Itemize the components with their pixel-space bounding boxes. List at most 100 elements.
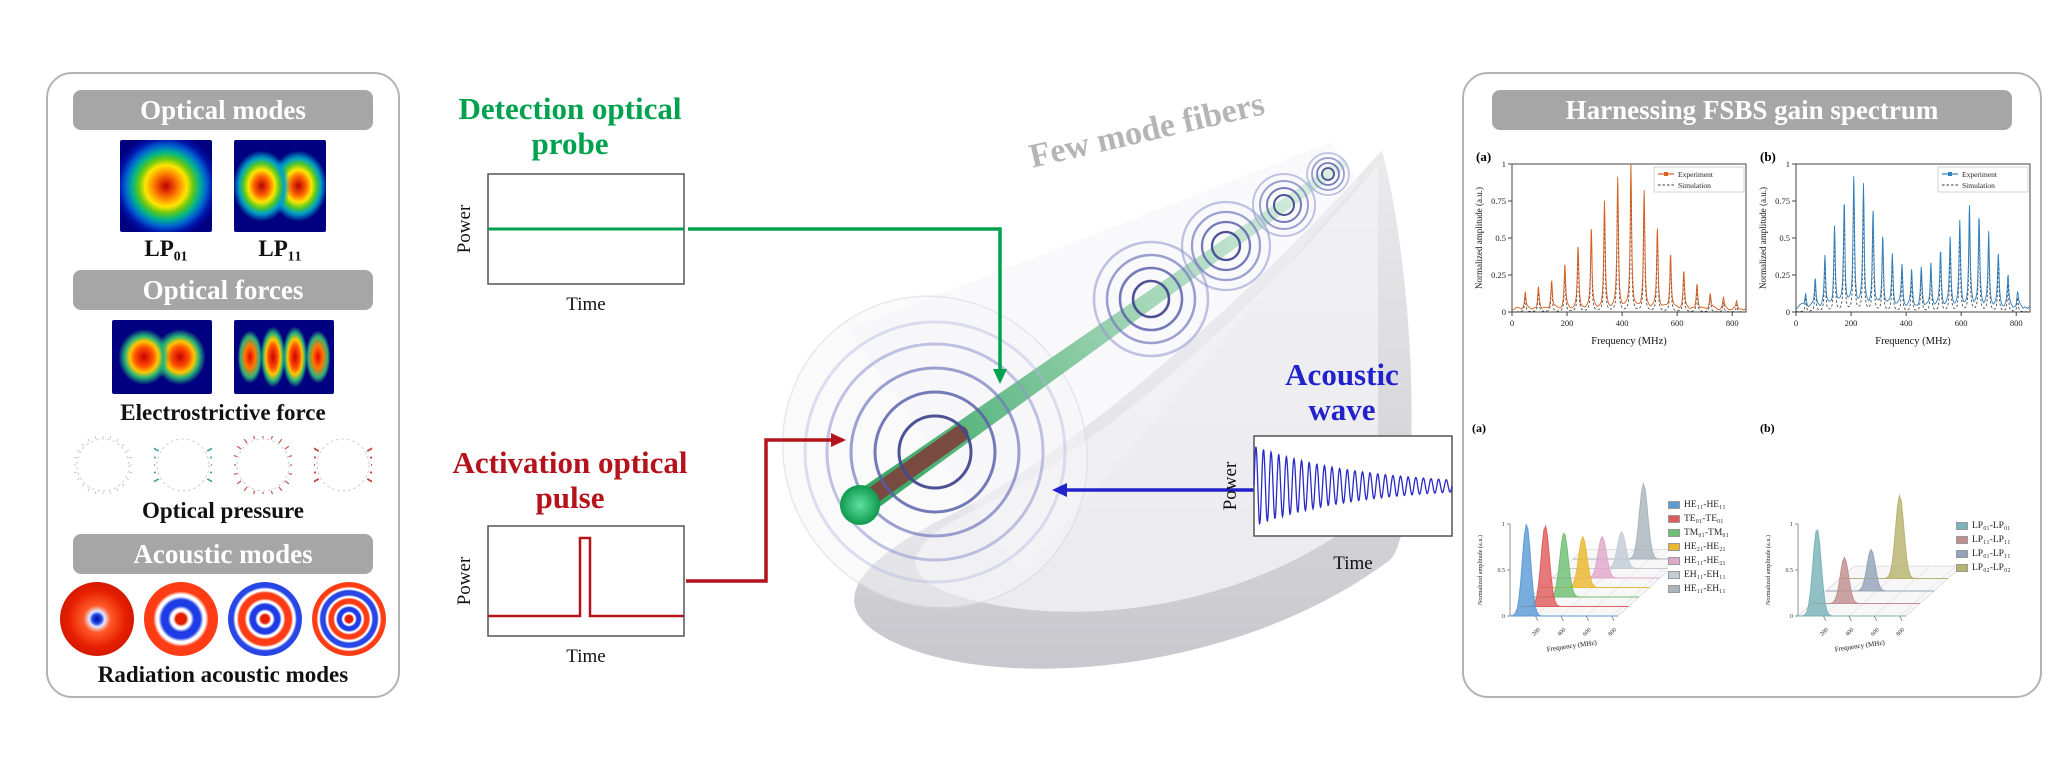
svg-text:200: 200 [1561,318,1574,328]
activation-pulse-title: Activation optical pulse [452,445,688,515]
svg-text:1: 1 [1502,522,1505,528]
legend-item: LP₀₂-LP₀₂ [1956,563,2042,573]
detection-arrow [688,227,1007,384]
acoustic-mode-image-3 [228,582,302,656]
optical-pressure-caption: Optical pressure [141,498,305,523]
acoustic-wave-title: Acoustic wave [1285,357,1399,427]
legend-item: HE₁₁-HE₂₁ [1668,556,1754,566]
electrostrictive-force-images [48,320,398,394]
optical-modes-header: Optical modes [73,90,373,130]
svg-text:0: 0 [1794,318,1798,328]
svg-text:1: 1 [1790,522,1793,528]
svg-text:Frequency (MHz): Frequency (MHz) [1834,638,1886,653]
electrostrictive-force-image-2 [234,320,334,394]
svg-text:800: 800 [1895,627,1906,638]
electrostrictive-force-image-1 [112,320,212,394]
time-axis-label: Time [566,294,605,315]
svg-text:Frequency (MHz): Frequency (MHz) [1591,336,1667,347]
svg-text:200: 200 [1531,627,1542,638]
svg-text:1: 1 [1502,159,1506,169]
svg-text:Normalized amplitude (a.u.): Normalized amplitude (a.u.) [1758,187,1768,289]
fsbs-header: Harnessing FSBS gain spectrum [1492,90,2012,130]
svg-text:600: 600 [1582,627,1593,638]
acoustic-mode-image-4 [312,582,386,656]
detection-probe-plot: Power Time [452,168,692,323]
svg-text:(b): (b) [1760,421,1775,435]
svg-text:0.5: 0.5 [1779,233,1790,243]
lp01-mode-image [120,140,212,232]
svg-text:800: 800 [1607,627,1618,638]
svg-text:Experiment: Experiment [1678,170,1714,179]
svg-text:800: 800 [1726,318,1739,328]
svg-text:(a): (a) [1476,149,1491,164]
activation-pulse-plot: Power Time [452,520,692,675]
acoustic-mode-images [48,582,398,656]
acoustic-mode-image-1 [60,582,134,656]
svg-text:0.5: 0.5 [1495,233,1506,243]
svg-text:1: 1 [1786,159,1790,169]
svg-text:Normalized amplitude (a.u.): Normalized amplitude (a.u.) [1474,187,1484,289]
svg-text:600: 600 [1870,627,1881,638]
legend-item: HE₂₁-HE₂₁ [1668,542,1754,552]
svg-text:Simulation: Simulation [1678,181,1711,190]
optical-forces-header: Optical forces [73,270,373,310]
optical-mode-labels: LP₀₁ LP₁₁ [48,236,398,262]
electrostrictive-caption: Electrostrictive force [120,400,326,425]
time-axis-label: Time [1333,553,1372,574]
svg-text:200: 200 [1819,627,1830,638]
svg-text:600: 600 [1671,318,1684,328]
svg-text:(b): (b) [1760,149,1776,164]
pressure-diagram-1 [73,435,133,495]
acoustic-arrow [1052,483,1254,497]
svg-text:Normalized amplitude (a.u.): Normalized amplitude (a.u.) [1765,535,1772,605]
svg-text:400: 400 [1900,318,1913,328]
legend-item: EH₁₁-EH₁₁ [1668,570,1754,580]
legend-item: HE₁₁-EH₁₁ [1668,584,1754,594]
power-axis-label: Power [1220,461,1241,510]
lp11-label: LP₁₁ [258,236,302,261]
activation-arrow [686,433,846,583]
acoustic-modes-header: Acoustic modes [73,534,373,574]
svg-text:400: 400 [1845,627,1856,638]
svg-text:0: 0 [1786,307,1790,317]
svg-text:0: 0 [1790,614,1793,620]
fiber-core [852,157,1348,516]
pulse-waveform [488,536,684,618]
svg-text:0: 0 [1502,614,1505,620]
fsbs-results-panel: Harnessing FSBS gain spectrum 0 200 400 600… [1462,72,2042,698]
acoustic-mode-image-2 [144,582,218,656]
svg-text:0.25: 0.25 [1775,270,1790,280]
legend-item: TE₀₁-TE₀₁ [1668,514,1754,524]
svg-text:0.75: 0.75 [1491,196,1506,206]
lp11-mode-image [234,140,326,232]
svg-text:0: 0 [1510,318,1514,328]
legend-item: TM₀₁-TM₀₁ [1668,528,1754,538]
svg-text:0.75: 0.75 [1775,196,1790,206]
svg-text:Frequency (MHz): Frequency (MHz) [1875,336,1951,347]
fiber-activated-segment [866,425,969,503]
svg-text:0: 0 [1502,307,1506,317]
legend-item: LP₁₁-LP₁₁ [1956,535,2042,545]
acoustic-wave-plot: Power Time [1218,432,1458,582]
optical-pressure-diagrams [48,433,398,497]
pressure-diagram-4 [306,436,380,494]
svg-text:0.5: 0.5 [1786,568,1794,574]
pressure-diagram-3 [231,433,295,497]
svg-text:Frequency (MHz): Frequency (MHz) [1546,638,1598,653]
svg-text:400: 400 [1616,318,1629,328]
legend-item: LP₀₁-LP₁₁ [1956,549,2042,559]
svg-text:800: 800 [2010,318,2023,328]
radiation-caption: Radiation acoustic modes [97,662,349,687]
